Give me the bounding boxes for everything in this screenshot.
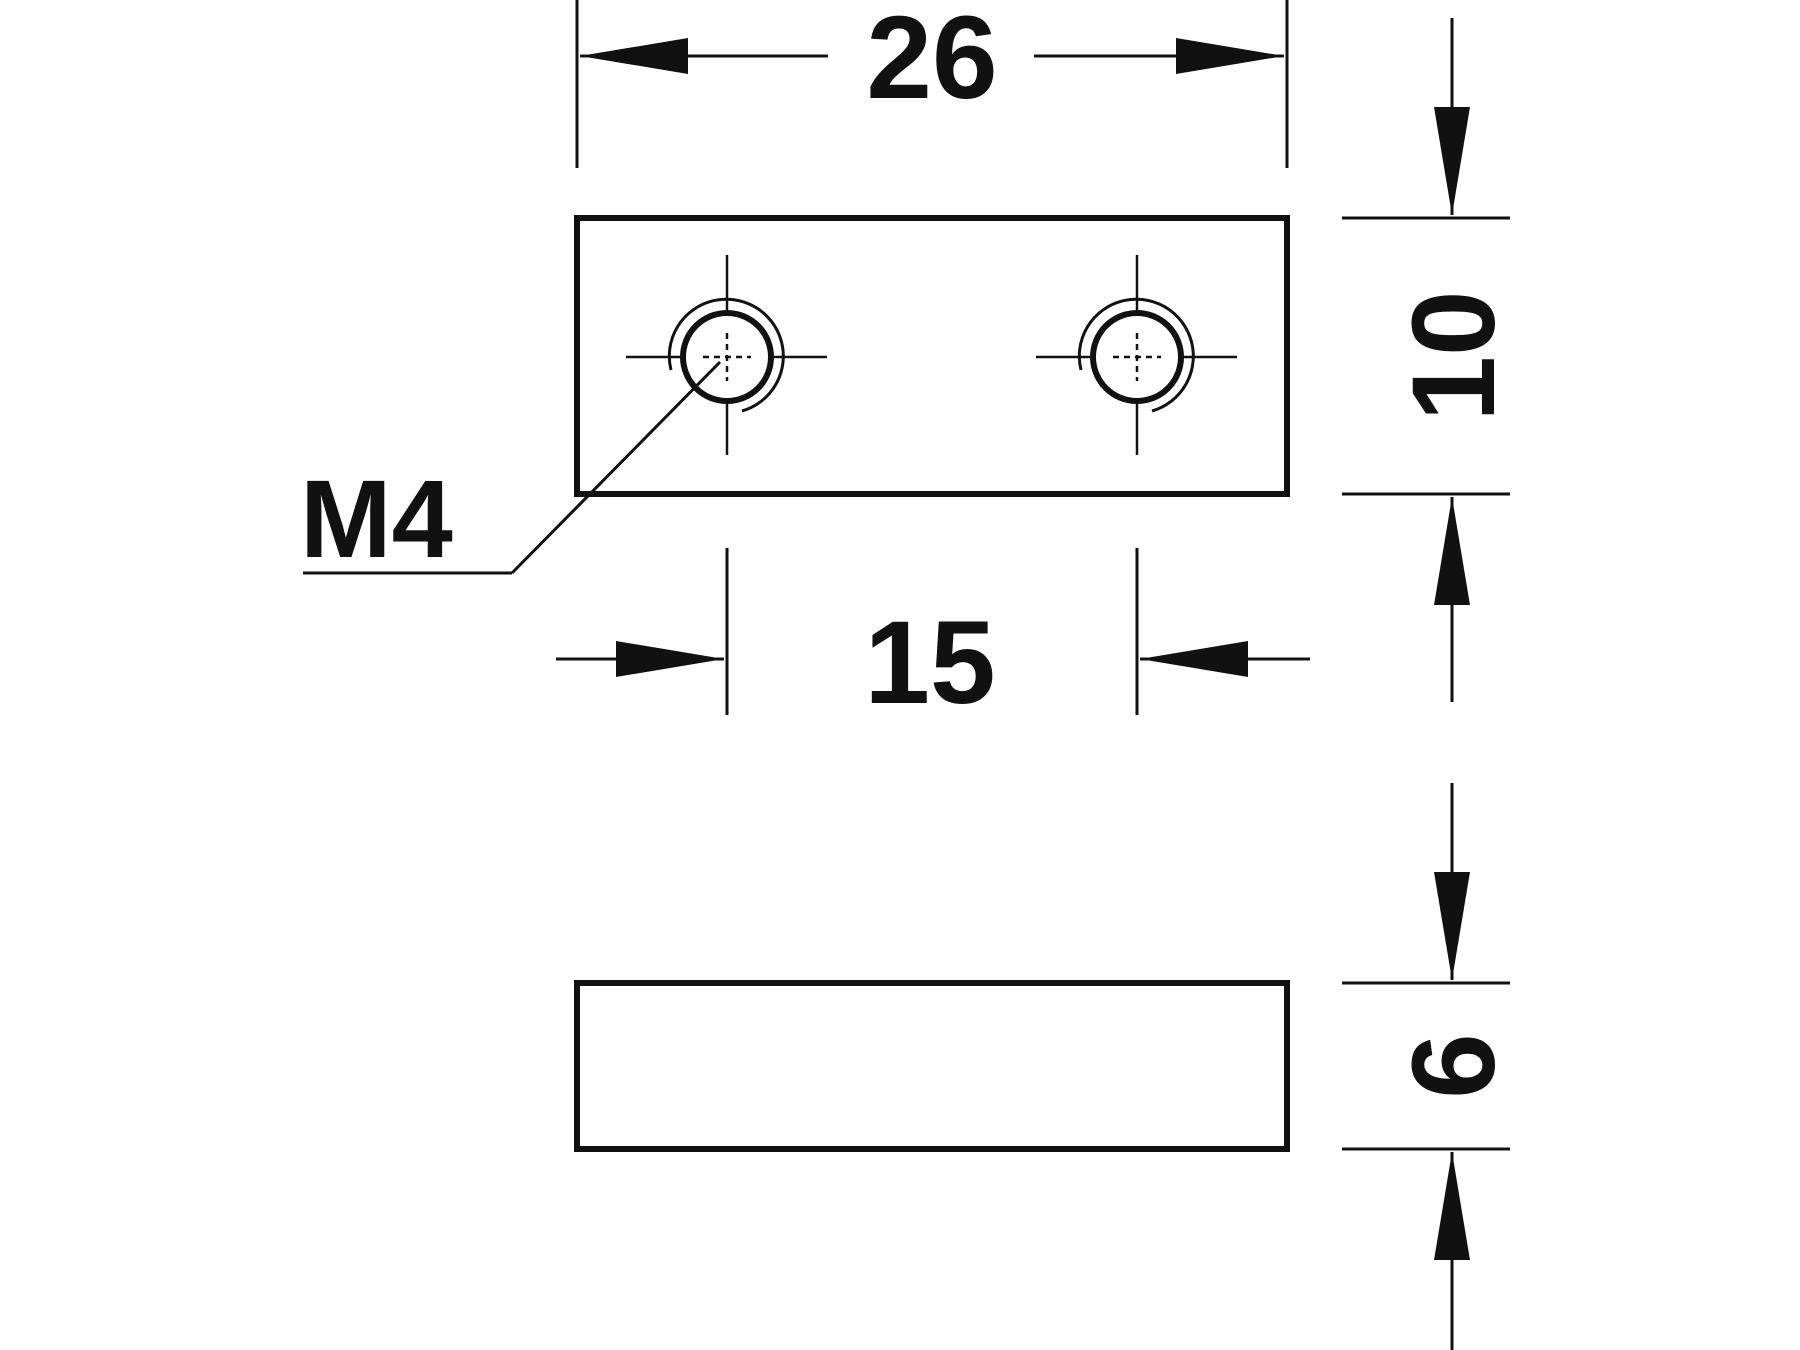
dimension-label-26: 26: [866, 0, 997, 124]
dimension-arrow-icon: [1176, 38, 1284, 74]
dimension-arrow-icon: [1434, 1152, 1470, 1260]
dimension-arrow-icon: [1434, 872, 1470, 980]
dimension-label-10: 10: [1388, 290, 1520, 421]
threaded-hole-icon: [1036, 255, 1237, 455]
dimension-arrow-icon: [1434, 497, 1470, 605]
dimension-label-15: 15: [864, 597, 995, 729]
dimension-label-6: 6: [1388, 1033, 1520, 1099]
thread-label-m4: M4: [300, 458, 453, 581]
plate-top-view: [574, 215, 1290, 497]
dimension-arrow-icon: [1140, 641, 1248, 677]
dimension-arrow-icon: [1434, 107, 1470, 215]
plate-side-view: [574, 980, 1290, 1152]
dimension-width-overall: 26: [575, 0, 1289, 168]
dimension-arrow-icon: [580, 38, 688, 74]
thread-callout: M4: [300, 360, 722, 581]
dimension-plate-width: 10: [1342, 18, 1520, 702]
dimension-plate-thickness: 6: [1342, 783, 1520, 1350]
dimension-hole-spacing: 15: [556, 548, 1310, 729]
dimension-arrow-icon: [616, 641, 724, 677]
